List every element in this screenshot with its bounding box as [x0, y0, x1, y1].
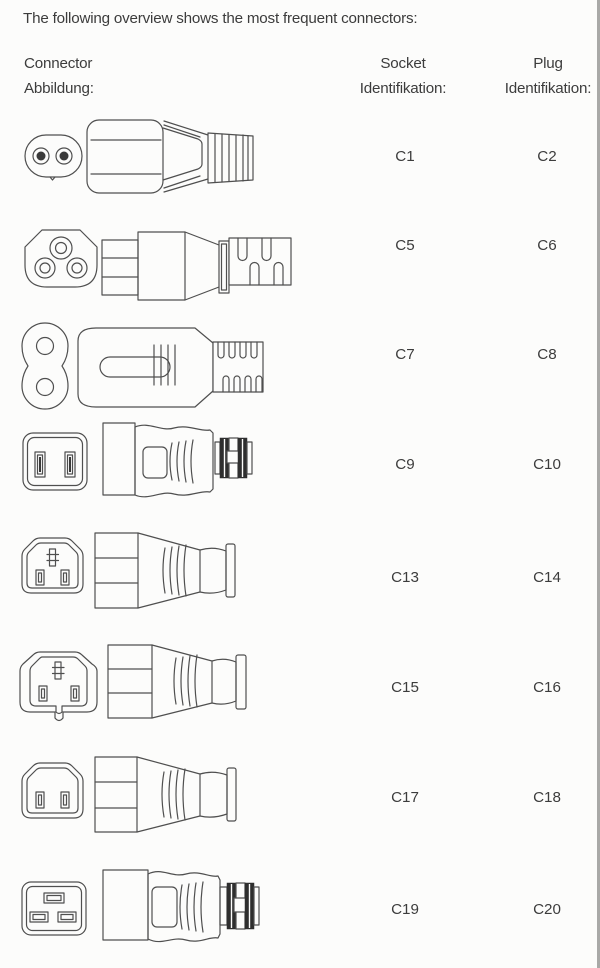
c1-c2-connector-drawing — [24, 119, 254, 194]
column-header-connector: Connector Abbildung: — [24, 51, 94, 101]
socket-id-label: C13 — [391, 569, 419, 586]
c10-plug-side-icon — [102, 422, 253, 498]
plug-id-label: C2 — [537, 148, 557, 165]
c14-plug-side-icon — [94, 532, 236, 609]
column-header-plug-line1: Plug — [533, 55, 563, 72]
plug-id-label: C16 — [533, 679, 561, 696]
plug-id-label: C20 — [533, 901, 561, 918]
plug-id-label: C10 — [533, 456, 561, 473]
c7-c8-connector-drawing — [21, 322, 264, 410]
c15-c16-connector-drawing — [19, 644, 247, 722]
c6-plug-side-icon — [101, 231, 292, 301]
column-header-connector-line1: Connector — [24, 55, 93, 72]
column-header-socket-line2: Identifikation: — [359, 80, 447, 97]
plug-id-label: C14 — [533, 569, 561, 586]
socket-id-label: C7 — [395, 346, 415, 363]
c2-plug-side-icon — [86, 119, 254, 194]
c16-plug-side-icon — [107, 644, 247, 719]
c9-c10-connector-drawing — [22, 422, 253, 498]
socket-id-label: C19 — [391, 901, 419, 918]
plug-id-label: C18 — [533, 789, 561, 806]
socket-id-label: C5 — [395, 237, 415, 254]
c5-socket-face-icon — [24, 229, 98, 288]
column-header-plug: Plug Identifikation: — [490, 51, 600, 101]
socket-id-label: C1 — [395, 148, 415, 165]
plug-id-label: C8 — [537, 346, 557, 363]
c7-socket-face-icon — [21, 322, 69, 410]
column-header-connector-line2: Abbildung: — [24, 80, 94, 97]
c15-socket-face-icon — [19, 651, 98, 722]
c19-c20-connector-drawing — [21, 869, 260, 943]
column-header-socket-line1: Socket — [380, 55, 426, 72]
c17-c18-connector-drawing — [21, 756, 237, 833]
c5-c6-connector-drawing — [24, 229, 292, 301]
socket-id-label: C17 — [391, 789, 419, 806]
c13-c14-connector-drawing — [21, 532, 236, 609]
c13-socket-face-icon — [21, 537, 84, 594]
c20-plug-side-icon — [102, 869, 260, 943]
page-title: The following overview shows the most fr… — [23, 10, 418, 27]
c1-socket-face-icon — [24, 134, 83, 181]
c19-socket-face-icon — [21, 881, 87, 936]
c8-plug-side-icon — [77, 327, 264, 408]
column-header-socket: Socket Identifikation: — [343, 51, 463, 101]
c18-plug-side-icon — [94, 756, 237, 833]
scan-edge-artifact — [597, 0, 600, 968]
socket-id-label: C15 — [391, 679, 419, 696]
c9-socket-face-icon — [22, 432, 88, 491]
c17-socket-face-icon — [21, 762, 84, 819]
column-header-plug-line2: Identifikation: — [504, 80, 592, 97]
plug-id-label: C6 — [537, 237, 557, 254]
socket-id-label: C9 — [395, 456, 415, 473]
